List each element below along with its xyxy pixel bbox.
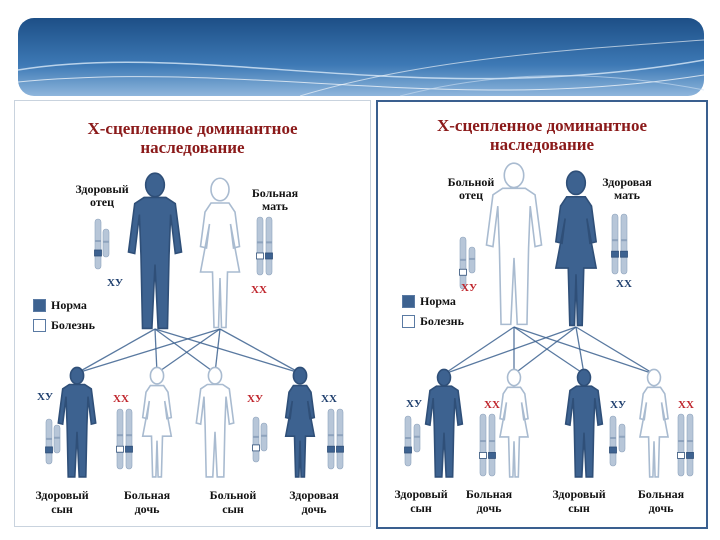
legend-disease-swatch (402, 315, 415, 328)
mother-genotype: ХХ (616, 278, 632, 290)
mother-figure (556, 171, 596, 325)
child-2-figure (500, 369, 528, 476)
child-4-figure (286, 367, 315, 476)
child-2-chromosome-x1 (117, 409, 124, 469)
child-1-figure (58, 367, 95, 476)
child-1-chromosome-y (414, 424, 420, 452)
child-4-figure (640, 369, 668, 476)
child-4-chromosome-x1 (328, 409, 335, 469)
father-chromosome-y (469, 247, 475, 273)
child-4-chromosome-x1 (678, 414, 685, 476)
pedigree-diagram (15, 101, 370, 526)
legend-norm: Норма (402, 294, 456, 309)
legend-norm: Норма (33, 298, 87, 313)
father-genotype: ХУ (107, 277, 123, 289)
child-4-genotype: ХХ (678, 399, 694, 411)
mother-chromosome-x2 (266, 217, 273, 275)
legend-norm-swatch (33, 299, 46, 312)
child-3-genotype: ХУ (610, 399, 626, 411)
child-3-chromosome-x (253, 417, 260, 462)
legend-norm-swatch (402, 295, 415, 308)
child-4-chromosome-x2 (687, 414, 694, 476)
panel-left: Х-сцепленное доминантное наследование Зд… (14, 100, 371, 527)
child-2-genotype: ХХ (113, 393, 129, 405)
child-3-figure (566, 369, 603, 476)
child-3-chromosome-x (610, 416, 617, 466)
child-3-chromosome-y (261, 423, 267, 451)
descent-lines (444, 327, 654, 374)
child-2-chromosome-x2 (489, 414, 496, 476)
mother-chromosome-x1 (612, 214, 619, 274)
child-2-genotype: ХХ (484, 399, 500, 411)
descent-lines (77, 329, 300, 373)
child-4-chromosome-x2 (337, 409, 344, 469)
header-banner (0, 0, 720, 110)
child-1-chromosome-y (54, 425, 60, 453)
child-1-figure (426, 369, 463, 476)
father-chromosome-y (103, 229, 109, 257)
mother-genotype: ХХ (251, 284, 267, 296)
child-1-genotype: ХУ (37, 391, 53, 403)
child-3-genotype: ХУ (247, 393, 263, 405)
child-2-figure (143, 367, 172, 476)
child-1-chromosome-x (46, 419, 53, 464)
child-4-genotype: ХХ (321, 393, 337, 405)
child-2-chromosome-x2 (126, 409, 133, 469)
panel-right: Х-сцепленное доминантное наследование Бо… (376, 100, 708, 529)
mother-chromosome-x2 (621, 214, 628, 274)
child-2-chromosome-x1 (480, 414, 487, 476)
father-genotype: ХУ (461, 282, 477, 294)
child-1-genotype: ХУ (406, 398, 422, 410)
child-1-chromosome-x (405, 416, 412, 466)
mother-figure (201, 178, 240, 327)
legend-disease: Болезнь (33, 318, 95, 333)
mother-chromosome-x1 (257, 217, 264, 275)
father-chromosome-x (95, 219, 102, 269)
legend-disease: Болезнь (402, 314, 464, 329)
child-3-figure (196, 367, 233, 476)
legend-disease-swatch (33, 319, 46, 332)
child-3-chromosome-y (619, 424, 625, 452)
